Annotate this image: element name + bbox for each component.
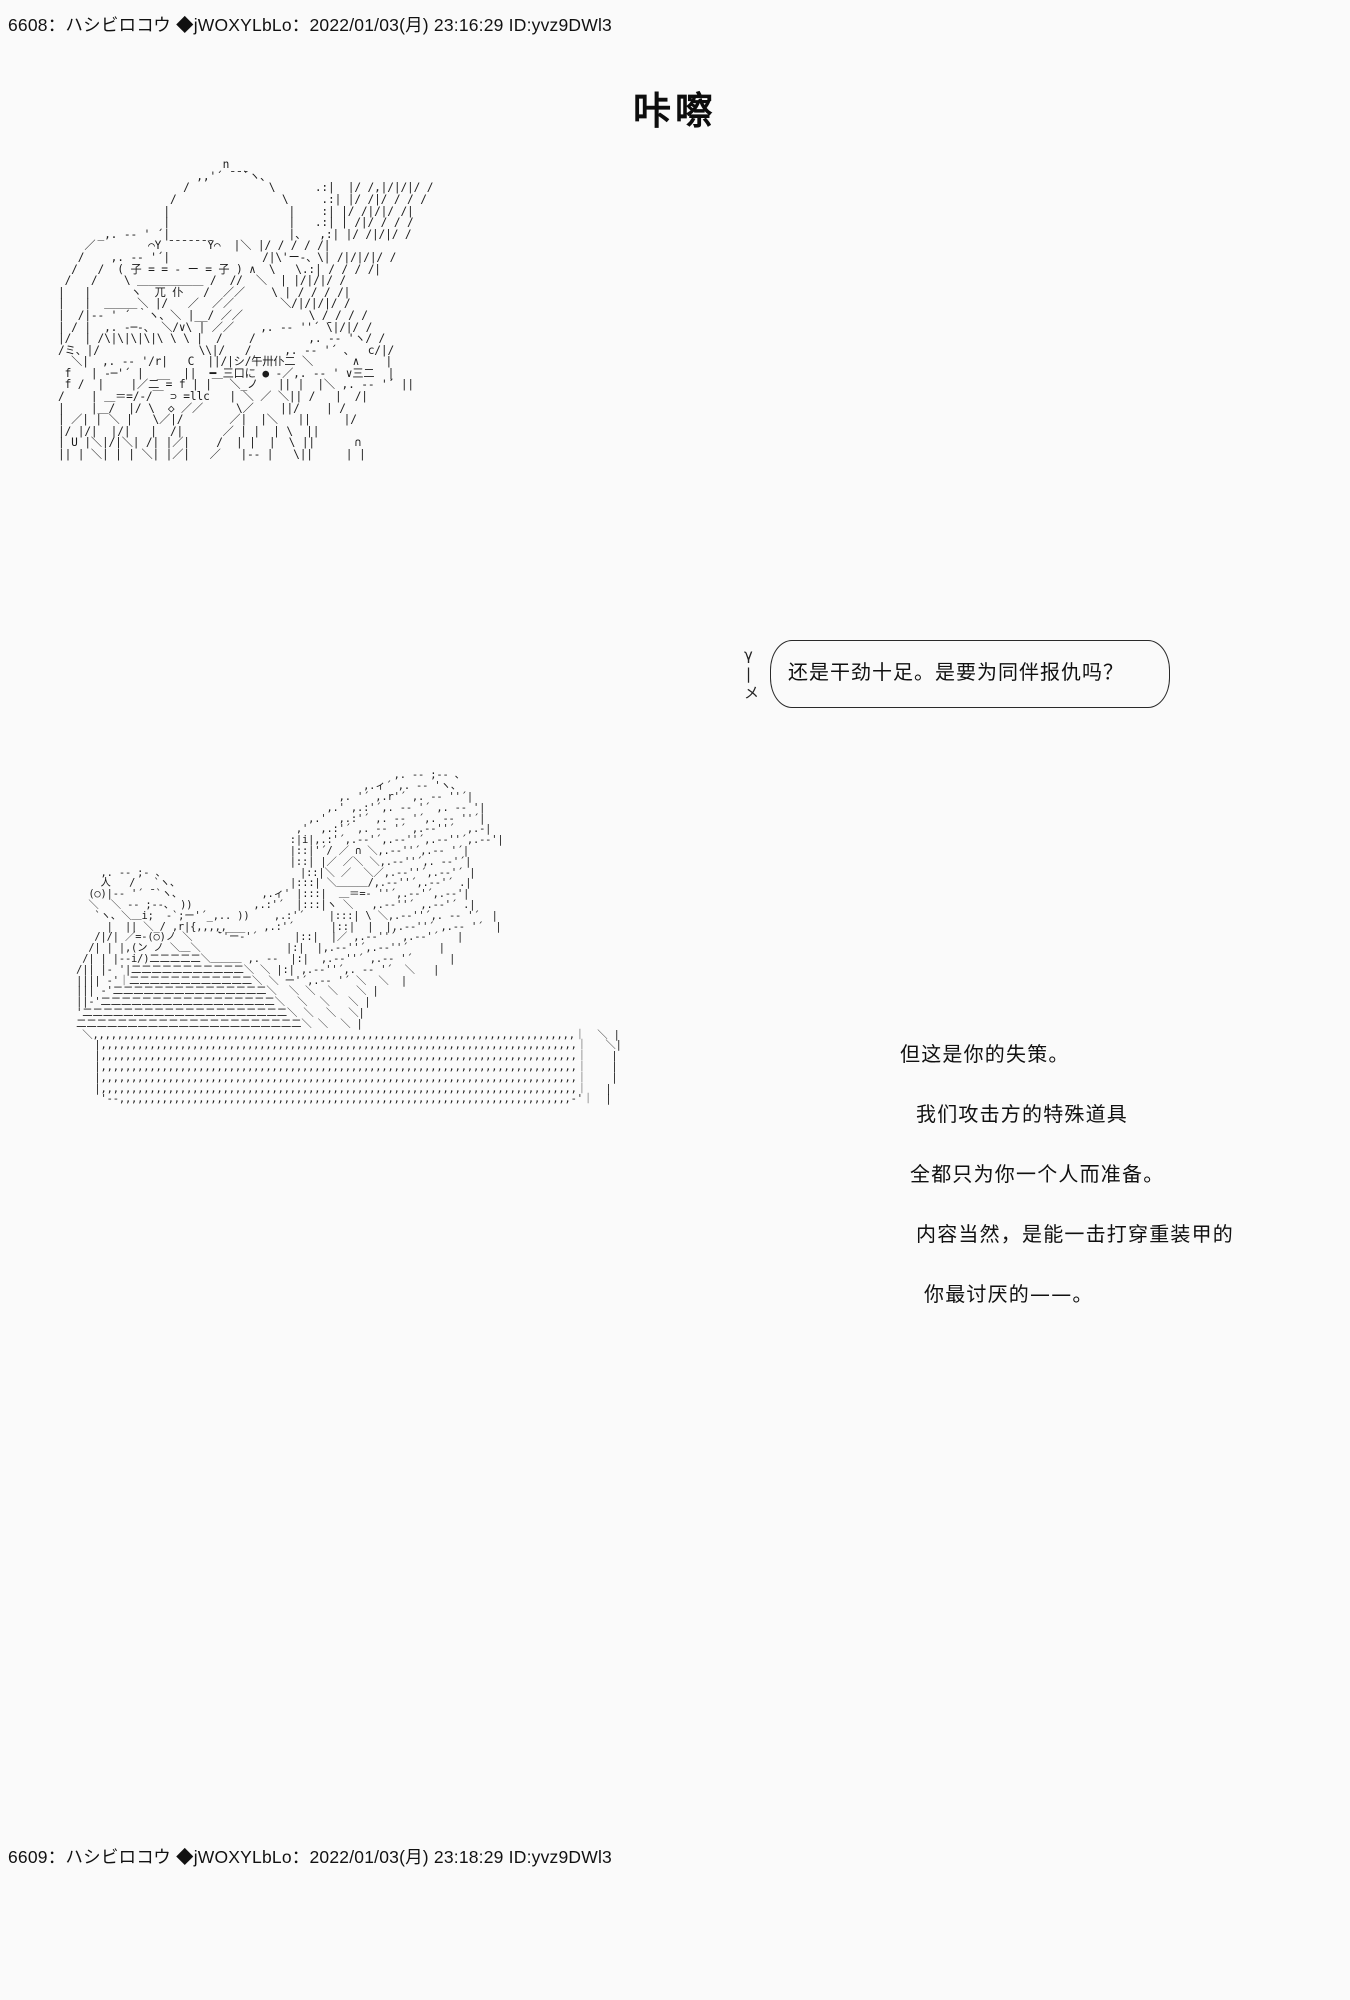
dialogue-block: 但这是你的失策。 我们攻击方的特殊道具 全都只为你一个人而准备。 内容当然，是能… [900,1040,1320,1308]
post-header-top: 6608：ハシビロコウ ◆jWOXYLbLo：2022/01/03(月) 23:… [8,15,612,35]
dialogue-line: 我们攻击方的特殊道具 [916,1102,1128,1126]
speech-bubble: γ | メ 还是干劲十足。是要为同伴报仇吗？ [742,628,1172,720]
ascii-art-panel-2: ,. -‐ ;‐- 、 ,.ィ´ ,. -‐ 'ヽ、 ,. '´ ,.r'´ ,… [76,769,622,1106]
dialogue-line: 全都只为你一个人而准备。 [910,1162,1165,1186]
panel-title: 咔嚓 [632,89,717,133]
dialogue-line: 你最讨厌的——。 [924,1282,1094,1306]
dialogue-line: 内容当然，是能一击打穿重装甲的 [916,1222,1234,1246]
post-header-bottom: 6609：ハシビロコウ ◆jWOXYLbLo：2022/01/03(月) 23:… [8,1847,612,1867]
speech-bubble-text: 还是干劲十足。是要为同伴报仇吗？ [788,660,1124,684]
speech-bubble-frame [770,640,1170,708]
ascii-art-panel-1: n ,,'´ ̄ ̄ ̄`ヽ、 / \ .:| |/ /,|/|/|/ / / … [58,158,434,462]
dialogue-line: 但这是你的失策。 [900,1042,1070,1066]
speech-bubble-tail: γ | メ [744,646,760,702]
